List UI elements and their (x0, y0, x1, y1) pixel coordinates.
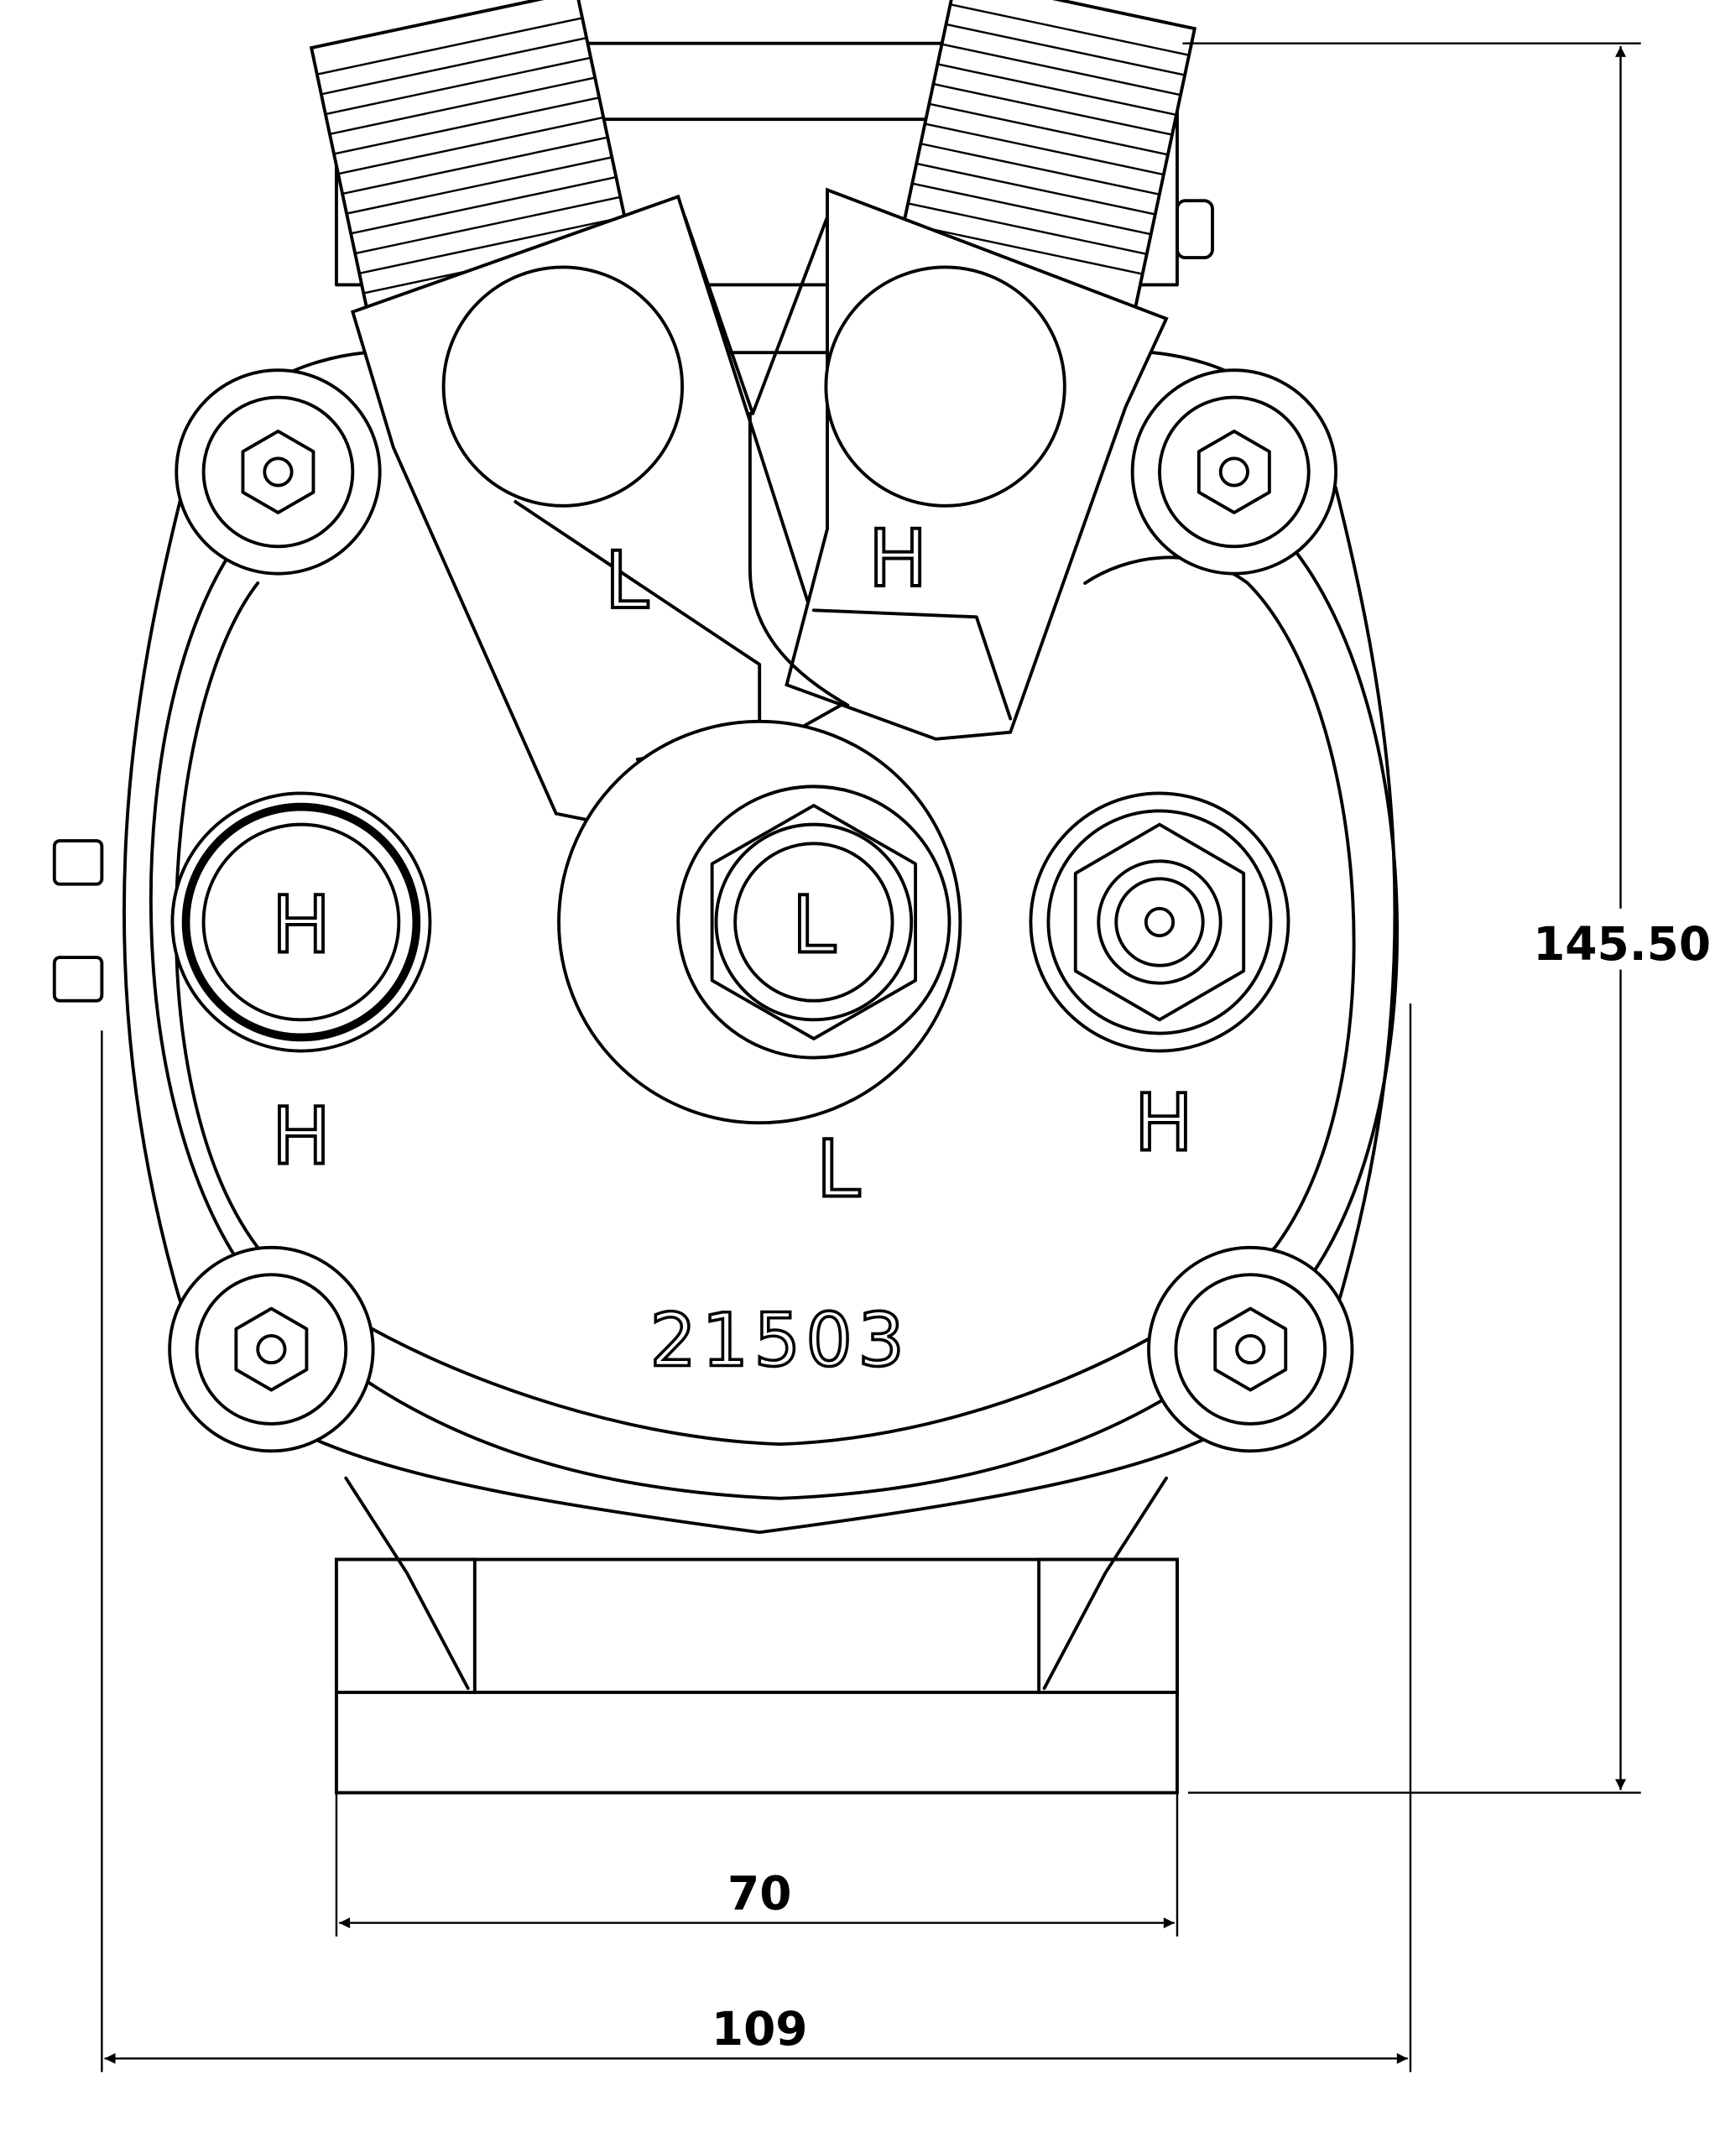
height-dimension-value: 145.50 (1533, 917, 1711, 971)
mounting-base (335, 1476, 1179, 1795)
center-rib (683, 215, 850, 707)
dimension-overall-width: 109 (101, 1003, 1412, 2072)
dimension-height: 145.50 (1182, 42, 1711, 1794)
port-right-valve (1029, 791, 1290, 1053)
base-width-dimension-value: 70 (727, 1867, 791, 1921)
caption-left-h: H (272, 1092, 331, 1183)
bolt-bottom-left (168, 1245, 375, 1453)
part-number: 21503 (649, 1297, 910, 1383)
port-left-label: H (272, 880, 331, 972)
left-fitting-label: L (605, 535, 649, 627)
bolt-top-right (1130, 368, 1338, 576)
right-fitting-label: H (868, 514, 927, 605)
dimension-base-width: 70 (335, 1792, 1179, 1937)
right-fitting: H (785, 187, 1169, 741)
bolt-bottom-right (1147, 1245, 1354, 1453)
right-threaded-pipe (894, 0, 1197, 310)
bolt-top-left (175, 368, 382, 576)
caption-right-h: H (1134, 1078, 1193, 1170)
port-center-l: L (557, 719, 962, 1125)
port-center-label: L (792, 880, 836, 972)
port-left-h: H (170, 791, 432, 1053)
overall-width-dimension-value: 109 (712, 2002, 808, 2056)
left-fitting: L (350, 194, 843, 829)
caption-center-l: L (816, 1124, 860, 1215)
